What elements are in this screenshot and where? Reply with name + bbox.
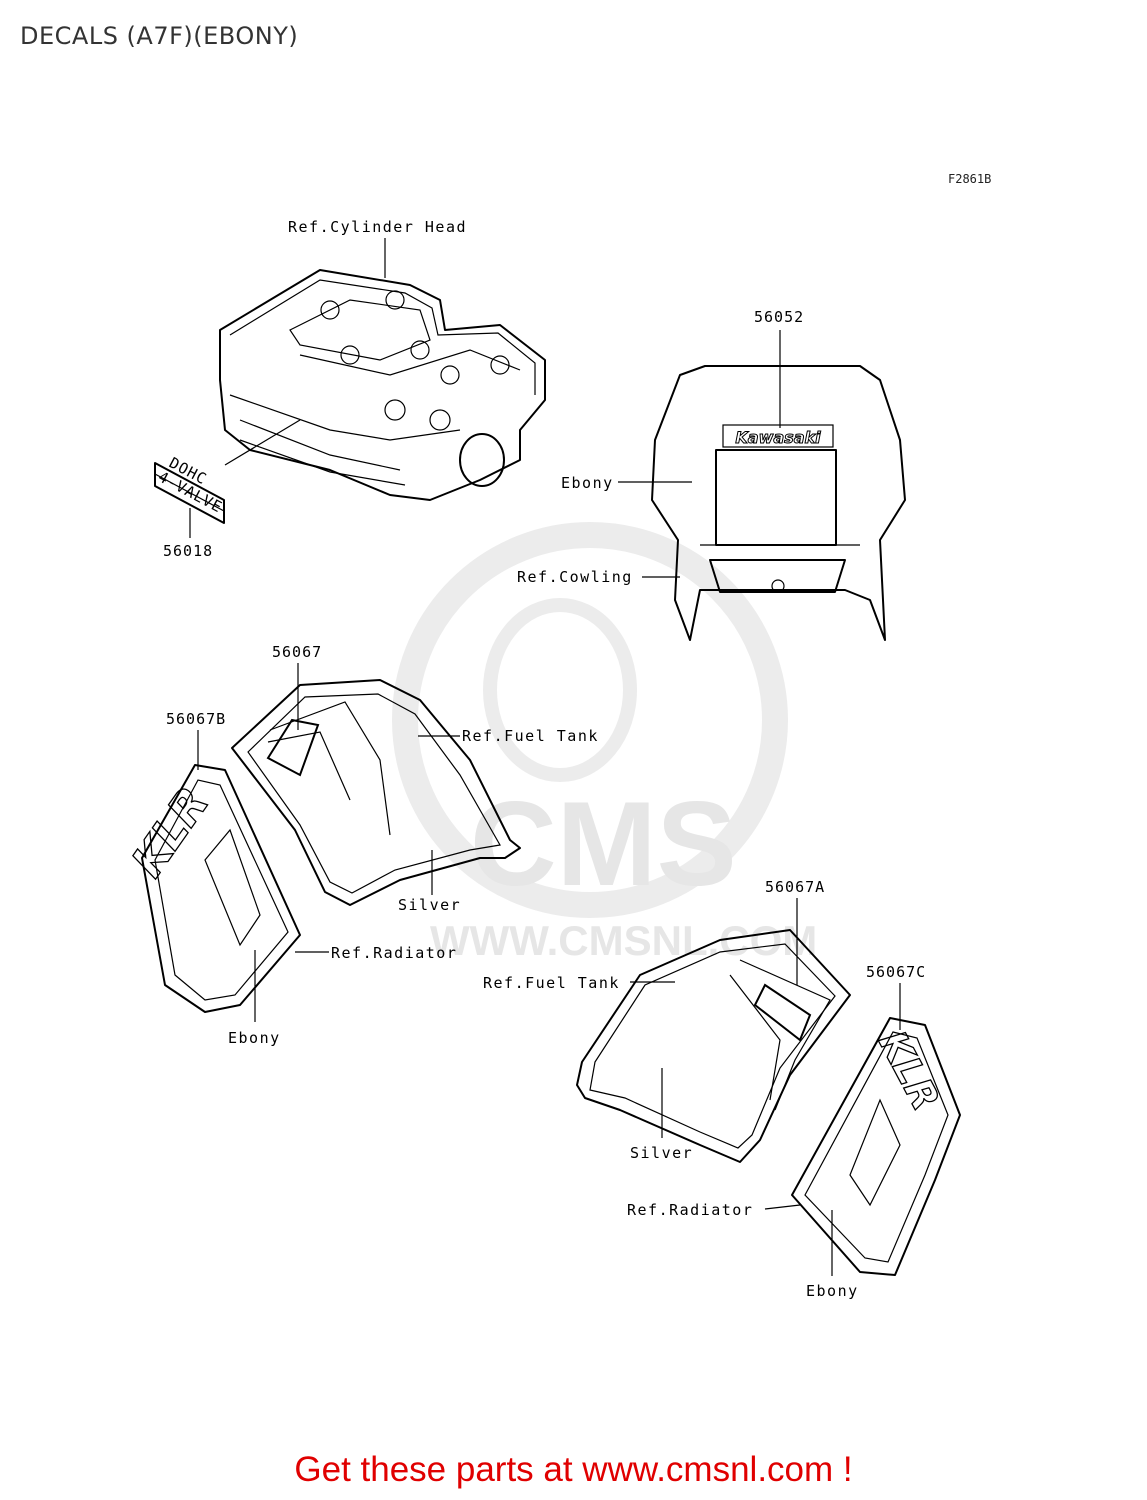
label-ref-fuel-tank-left: Ref.Fuel Tank bbox=[462, 727, 599, 745]
watermark-brand: CMS bbox=[470, 777, 737, 911]
cmsnl-watermark: CMS WWW.CMSNL.COM bbox=[392, 522, 817, 964]
label-ref-fuel-tank-right: Ref.Fuel Tank bbox=[483, 974, 620, 992]
svg-text:KLR: KLR bbox=[122, 778, 219, 886]
page-title: DECALS (A7F)(EBONY) bbox=[20, 22, 299, 50]
right-shroud-decal-drawing: KLR bbox=[791, 1017, 961, 1276]
label-56018: 56018 bbox=[163, 542, 213, 560]
label-56067: 56067 bbox=[272, 643, 322, 661]
parts-diagram: CMS WWW.CMSNL.COM DOHC 4-VALVE Ref.Cylin… bbox=[122, 218, 961, 1300]
label-ebony-right: Ebony bbox=[806, 1282, 859, 1300]
watermark-url: WWW.CMSNL.COM bbox=[430, 917, 817, 964]
left-tank-decal-drawing bbox=[231, 679, 521, 906]
label-silver-right: Silver bbox=[630, 1144, 693, 1162]
label-ref-radiator-left: Ref.Radiator bbox=[331, 944, 457, 962]
label-56052: 56052 bbox=[754, 308, 804, 326]
cylinder-head-drawing bbox=[219, 269, 546, 501]
label-silver-left: Silver bbox=[398, 896, 461, 914]
label-56067b: 56067B bbox=[166, 710, 226, 728]
footer-cta-text[interactable]: Get these parts at www.cmsnl.com ! bbox=[294, 1450, 853, 1489]
label-ref-radiator-right: Ref.Radiator bbox=[627, 1201, 753, 1219]
label-ebony-left: Ebony bbox=[228, 1029, 281, 1047]
label-ref-cowling: Ref.Cowling bbox=[517, 568, 633, 586]
label-56067a: 56067A bbox=[765, 878, 825, 896]
label-56067c: 56067C bbox=[866, 963, 926, 981]
cowl-kawasaki-text: Kawasaki bbox=[735, 428, 821, 447]
label-ref-cylinder-head: Ref.Cylinder Head bbox=[288, 218, 467, 236]
cowling-drawing: Kawasaki bbox=[651, 365, 906, 641]
right-tank-decal-drawing bbox=[576, 929, 851, 1163]
label-ebony-cowl: Ebony bbox=[561, 474, 614, 492]
figure-code: F2861B bbox=[948, 172, 992, 186]
